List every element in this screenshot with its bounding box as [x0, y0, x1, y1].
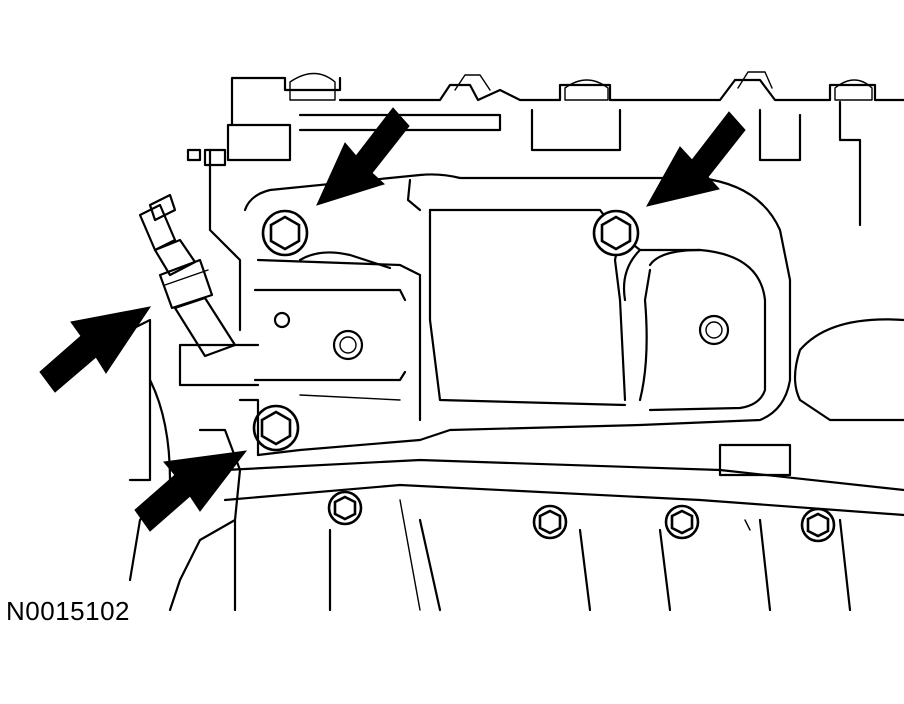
bolt-upper-left [261, 209, 309, 257]
arrow-upper-right-bolt-icon [646, 111, 746, 207]
sensor [138, 193, 237, 358]
rail-bolt-4 [800, 507, 836, 543]
bolt-upper-right [592, 209, 640, 257]
engine-top-edge [230, 71, 904, 227]
cover-plate [243, 173, 792, 457]
rail-bolt-2 [532, 504, 568, 540]
arrow-sensor-icon [39, 306, 152, 393]
right-round-housing [793, 318, 904, 422]
figure-id-label: N0015102 [6, 596, 130, 626]
bolt-lower-left [252, 404, 300, 452]
arrow-lower-left-bolt-icon [134, 450, 248, 532]
oil-pan-rail [223, 443, 904, 612]
arrow-upper-left-bolt-icon [316, 107, 410, 206]
rail-bolt-1 [327, 490, 363, 526]
tube [178, 343, 260, 387]
cover-holes [273, 311, 730, 361]
rail-bolt-3 [664, 504, 700, 540]
